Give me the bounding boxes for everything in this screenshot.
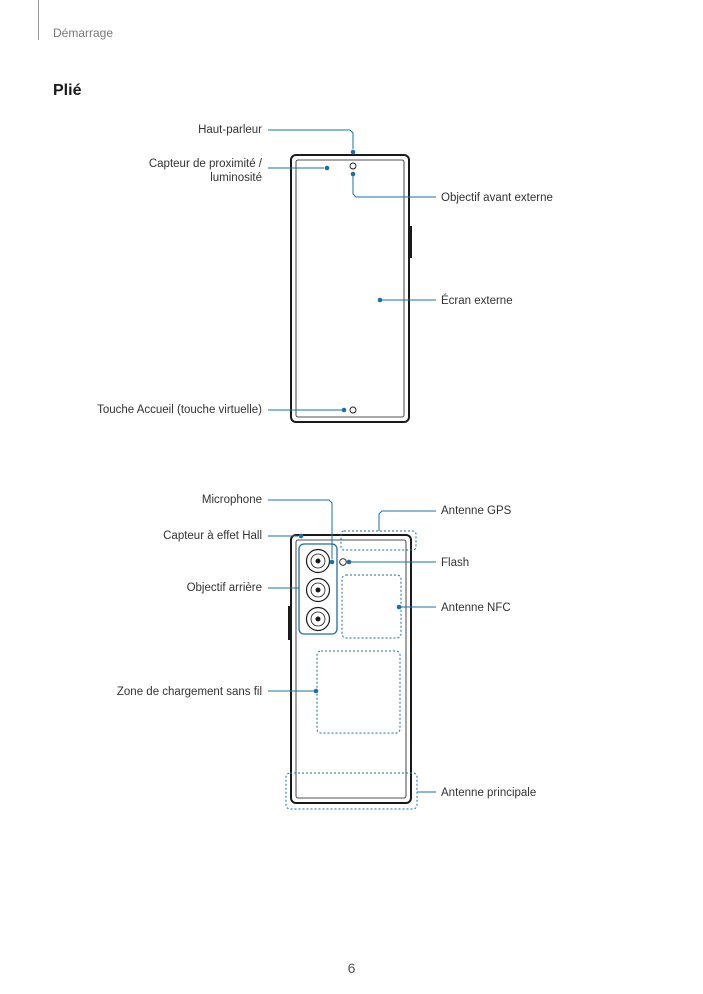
front-phone-illustration bbox=[290, 154, 412, 423]
label-flash: Flash bbox=[441, 557, 470, 569]
gps-antenna-callout-line bbox=[378, 510, 436, 531]
label-microphone: Microphone bbox=[201, 494, 262, 506]
flash-light bbox=[339, 558, 347, 566]
label-speaker: Haut-parleur bbox=[198, 124, 262, 136]
label-nfc-antenna: Antenne NFC bbox=[441, 602, 511, 614]
proximity-callout-dot bbox=[324, 165, 330, 171]
rear-camera-highlight bbox=[298, 543, 338, 635]
front-side-button bbox=[409, 226, 412, 258]
rear-lens-1 bbox=[305, 548, 331, 574]
label-hall-sensor: Capteur à effet Hall bbox=[163, 530, 262, 542]
wireless-charging-zone bbox=[316, 650, 401, 734]
main-antenna-zone bbox=[285, 772, 418, 810]
speaker-callout-dot bbox=[350, 149, 356, 155]
front-camera-callout-dot bbox=[350, 171, 356, 177]
front-camera-callout-line bbox=[352, 176, 436, 198]
hall-sensor-callout-dot bbox=[298, 533, 304, 539]
label-proximity-sensor-line2: luminosité bbox=[210, 172, 262, 184]
flash-callout-dot bbox=[346, 559, 352, 565]
front-phone-body bbox=[290, 154, 410, 423]
microphone-callout-line bbox=[268, 499, 333, 559]
margin-rule bbox=[38, 0, 39, 40]
back-phone-illustration bbox=[288, 534, 412, 804]
back-inner-edge bbox=[295, 539, 407, 799]
page-number: 6 bbox=[347, 960, 356, 976]
page-title: Plié bbox=[53, 82, 82, 99]
cover-screen-callout-dot bbox=[377, 297, 383, 303]
home-key-callout-dot bbox=[341, 407, 347, 413]
nfc-antenna-callout-dot bbox=[396, 604, 402, 610]
rear-lens-2 bbox=[305, 577, 331, 603]
back-side-button bbox=[288, 606, 291, 640]
label-gps-antenna: Antenne GPS bbox=[441, 505, 512, 517]
gps-antenna-zone bbox=[340, 530, 417, 551]
rear-lens-3 bbox=[305, 606, 331, 632]
microphone-callout-dot bbox=[329, 559, 335, 565]
label-cover-screen: Écran externe bbox=[441, 295, 513, 307]
back-callouts bbox=[268, 499, 436, 810]
label-rear-camera: Objectif arrière bbox=[186, 582, 262, 594]
nfc-antenna-zone bbox=[341, 574, 402, 639]
front-callouts bbox=[268, 129, 436, 413]
label-wireless-charging: Zone de chargement sans fil bbox=[116, 686, 262, 698]
front-camera-lens bbox=[349, 162, 357, 170]
label-proximity-sensor-line1: Capteur de proximité / bbox=[148, 158, 262, 170]
speaker-callout-line bbox=[268, 129, 354, 149]
wireless-charging-callout-dot bbox=[313, 688, 319, 694]
back-phone-body bbox=[290, 534, 412, 804]
home-key-indicator bbox=[349, 406, 357, 414]
label-home-key: Touche Accueil (touche virtuelle) bbox=[97, 404, 262, 416]
front-cover-screen bbox=[295, 159, 405, 418]
section-header: Démarrage bbox=[53, 26, 114, 40]
label-main-antenna: Antenne principale bbox=[441, 787, 537, 799]
label-front-camera: Objectif avant externe bbox=[441, 192, 553, 204]
